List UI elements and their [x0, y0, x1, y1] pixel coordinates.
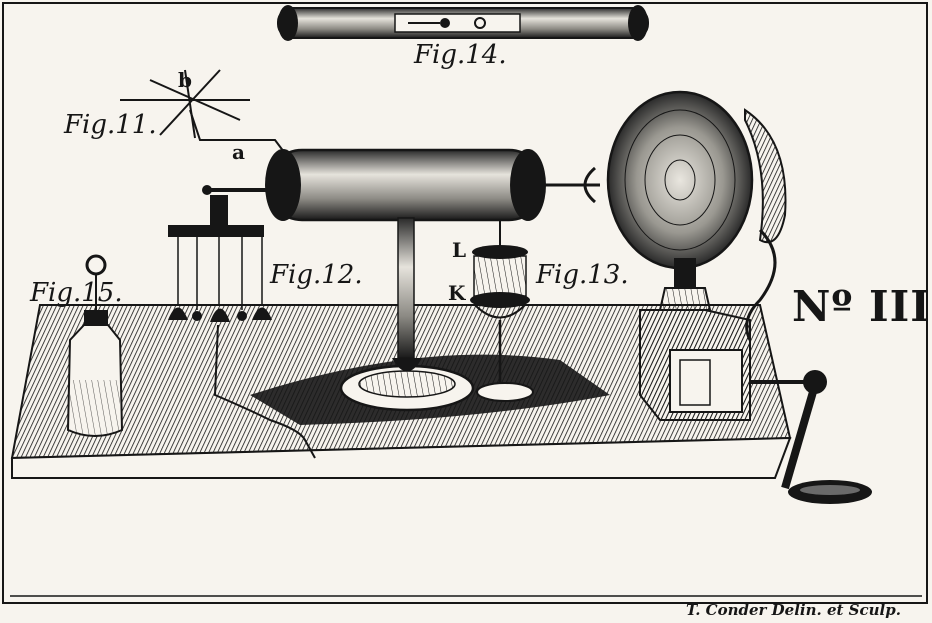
fig13-label: Fig.13.	[536, 260, 629, 290]
fig14-label: Fig.14.	[414, 40, 507, 70]
electrical-machine-drawing	[606, 90, 872, 504]
plate-border	[2, 2, 928, 604]
engraver-credit: T. Conder Delin. et Sculp.	[686, 601, 901, 619]
fig15-bottle-drawing	[66, 254, 124, 437]
plate-number: Nº III.	[792, 282, 932, 331]
letter-L-label: L	[452, 238, 467, 262]
fig15-label: Fig.15.	[30, 278, 123, 308]
fig12-label: Fig.12.	[270, 260, 363, 290]
fig13-glass-drawing	[470, 220, 534, 402]
fig11-label: Fig.11.	[64, 110, 157, 140]
fig12-bells-drawing	[168, 195, 316, 459]
letter-a-label: a	[232, 140, 245, 164]
letter-b-label: b	[178, 68, 192, 92]
prime-conductor	[202, 148, 600, 412]
fig14-tube-drawing	[277, 5, 649, 41]
letter-K-label: K	[448, 281, 466, 305]
